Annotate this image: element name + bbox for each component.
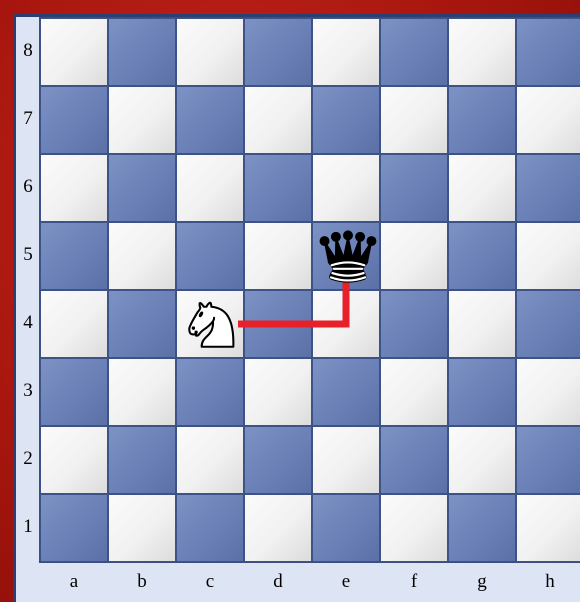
square-e2[interactable] [312,426,380,494]
square-d5[interactable] [244,222,312,290]
rank-label-8: 8 [16,17,40,85]
square-a8[interactable] [40,18,108,86]
square-g5[interactable] [448,222,516,290]
rank-label-4: 4 [16,289,40,357]
square-c2[interactable] [176,426,244,494]
square-f3[interactable] [380,358,448,426]
square-f4[interactable] [380,290,448,358]
square-b4[interactable] [108,290,176,358]
square-e7[interactable] [312,86,380,154]
square-b5[interactable] [108,222,176,290]
rank-label-1: 1 [16,493,40,561]
file-label-f: f [380,562,448,602]
square-h5[interactable] [516,222,580,290]
rank-label-3: 3 [16,357,40,425]
file-label-a: a [40,562,108,602]
square-b2[interactable] [108,426,176,494]
square-b7[interactable] [108,86,176,154]
square-e8[interactable] [312,18,380,86]
square-h4[interactable] [516,290,580,358]
file-label-h: h [516,562,580,602]
square-g8[interactable] [448,18,516,86]
square-d6[interactable] [244,154,312,222]
square-a3[interactable] [40,358,108,426]
square-g7[interactable] [448,86,516,154]
square-f5[interactable] [380,222,448,290]
square-c7[interactable] [176,86,244,154]
square-a2[interactable] [40,426,108,494]
square-b8[interactable] [108,18,176,86]
rank-label-6: 6 [16,153,40,221]
square-e6[interactable] [312,154,380,222]
square-g2[interactable] [448,426,516,494]
square-c5[interactable] [176,222,244,290]
square-a5[interactable] [40,222,108,290]
square-c1[interactable] [176,494,244,562]
square-h6[interactable] [516,154,580,222]
square-d3[interactable] [244,358,312,426]
square-g3[interactable] [448,358,516,426]
square-c3[interactable] [176,358,244,426]
square-g4[interactable] [448,290,516,358]
square-f6[interactable] [380,154,448,222]
square-g1[interactable] [448,494,516,562]
square-d4[interactable] [244,290,312,358]
square-a4[interactable] [40,290,108,358]
square-h2[interactable] [516,426,580,494]
square-d1[interactable] [244,494,312,562]
rank-label-5: 5 [16,221,40,289]
square-h1[interactable] [516,494,580,562]
square-f1[interactable] [380,494,448,562]
square-e5[interactable] [312,222,380,290]
file-label-g: g [448,562,516,602]
square-h3[interactable] [516,358,580,426]
rank-label-7: 7 [16,85,40,153]
square-e3[interactable] [312,358,380,426]
square-f8[interactable] [380,18,448,86]
file-label-b: b [108,562,176,602]
square-a1[interactable] [40,494,108,562]
square-d2[interactable] [244,426,312,494]
square-d8[interactable] [244,18,312,86]
square-b1[interactable] [108,494,176,562]
square-c8[interactable] [176,18,244,86]
square-b6[interactable] [108,154,176,222]
square-h7[interactable] [516,86,580,154]
square-g6[interactable] [448,154,516,222]
square-e1[interactable] [312,494,380,562]
file-label-d: d [244,562,312,602]
square-f7[interactable] [380,86,448,154]
square-f2[interactable] [380,426,448,494]
square-a7[interactable] [40,86,108,154]
square-e4[interactable] [312,290,380,358]
rank-label-2: 2 [16,425,40,493]
square-b3[interactable] [108,358,176,426]
square-a6[interactable] [40,154,108,222]
square-h8[interactable] [516,18,580,86]
square-c6[interactable] [176,154,244,222]
chess-board [40,18,580,562]
square-c4[interactable] [176,290,244,358]
square-d7[interactable] [244,86,312,154]
file-label-c: c [176,562,244,602]
file-label-e: e [312,562,380,602]
